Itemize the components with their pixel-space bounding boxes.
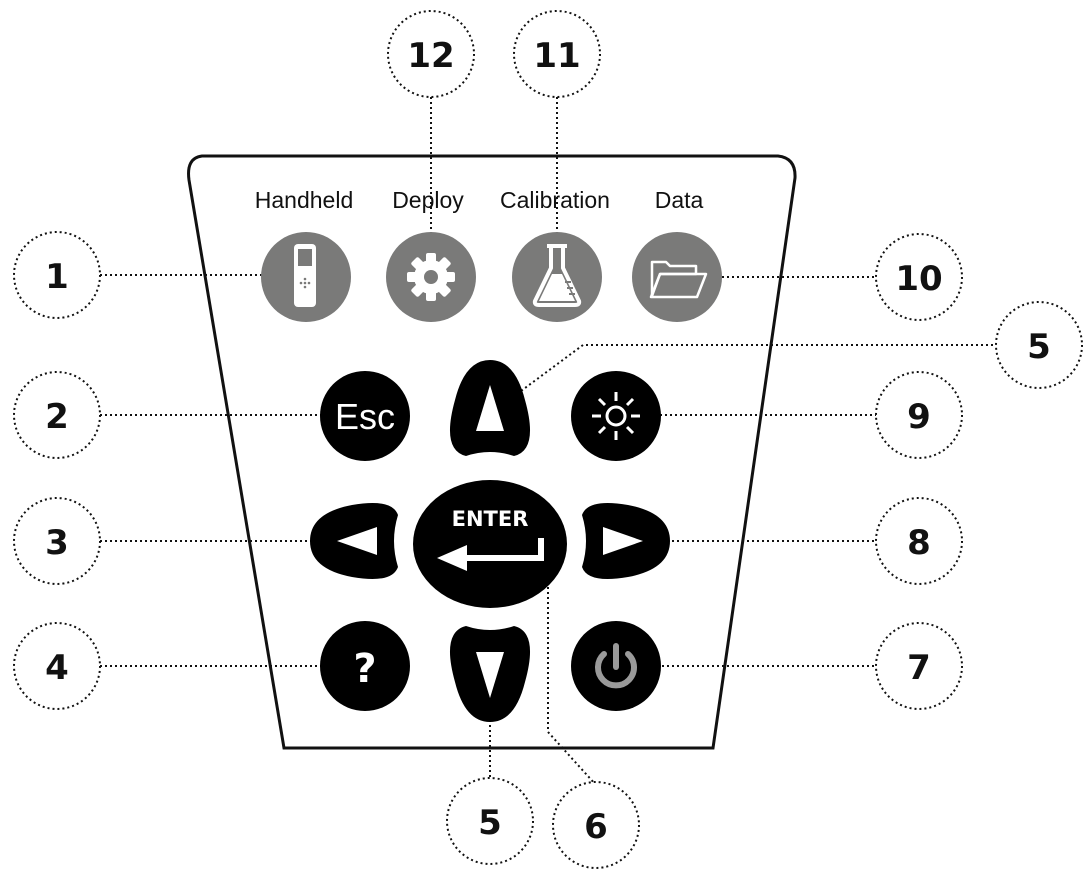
- folder-icon: [649, 260, 708, 299]
- callout-2: 2: [13, 371, 101, 459]
- svg-text:9: 9: [907, 397, 931, 437]
- svg-text:7: 7: [907, 648, 931, 688]
- down-arrow-key[interactable]: [449, 626, 531, 722]
- left-triangle-icon: [337, 527, 377, 555]
- callout-8: 8: [875, 497, 963, 585]
- svg-text:1: 1: [45, 257, 69, 297]
- callout-5-top: 5: [995, 301, 1083, 389]
- up-triangle-icon: [476, 385, 504, 431]
- callout-9: 9: [875, 371, 963, 459]
- handheld-key[interactable]: [261, 232, 351, 322]
- power-key[interactable]: [571, 621, 661, 711]
- right-triangle-icon: [603, 527, 643, 555]
- leader-line-6: [547, 582, 597, 786]
- deploy-key[interactable]: [386, 232, 476, 322]
- svg-text:11: 11: [533, 36, 580, 76]
- callout-1: 1: [13, 231, 101, 319]
- callout-6: 6: [552, 781, 640, 869]
- callout-12: 12: [387, 10, 475, 98]
- callout-3: 3: [13, 497, 101, 585]
- svg-text:12: 12: [407, 36, 454, 76]
- leader-line-5-top: [489, 344, 998, 415]
- svg-text:4: 4: [45, 648, 69, 688]
- callout-4: 4: [13, 622, 101, 710]
- svg-text:5: 5: [1027, 327, 1051, 367]
- callout-5-bottom: 5: [446, 777, 534, 865]
- down-triangle-icon: [476, 652, 504, 698]
- svg-text:10: 10: [895, 259, 942, 299]
- label-deploy: Deploy: [392, 187, 464, 213]
- svg-text:5: 5: [478, 803, 502, 843]
- esc-key-label: Esc: [335, 396, 395, 437]
- right-arrow-key[interactable]: [582, 502, 670, 580]
- callout-7: 7: [875, 622, 963, 710]
- callout-11: 11: [513, 10, 601, 98]
- svg-text:2: 2: [45, 397, 69, 437]
- up-arrow-key[interactable]: [449, 360, 531, 456]
- backlight-key[interactable]: [571, 371, 661, 461]
- gear-icon: [407, 253, 455, 301]
- label-handheld: Handheld: [255, 187, 353, 213]
- handheld-device-icon: [294, 244, 316, 307]
- calibration-key[interactable]: [512, 232, 602, 322]
- power-icon: [595, 643, 637, 689]
- label-data: Data: [655, 187, 704, 213]
- esc-key[interactable]: Esc: [320, 371, 410, 461]
- data-key[interactable]: [632, 232, 722, 322]
- enter-key-label: ENTER: [452, 507, 529, 531]
- callout-10: 10: [875, 233, 963, 321]
- enter-key[interactable]: ENTER: [413, 480, 567, 608]
- left-arrow-key[interactable]: [310, 502, 398, 580]
- label-calibration: Calibration: [500, 187, 610, 213]
- svg-text:6: 6: [584, 807, 608, 847]
- flask-icon: [532, 244, 582, 307]
- svg-text:3: 3: [45, 523, 69, 563]
- svg-text:8: 8: [907, 523, 931, 563]
- help-key-label: ?: [353, 646, 376, 692]
- help-key[interactable]: ?: [320, 621, 410, 711]
- enter-arrow-icon: [437, 538, 544, 571]
- sun-icon: [592, 392, 640, 440]
